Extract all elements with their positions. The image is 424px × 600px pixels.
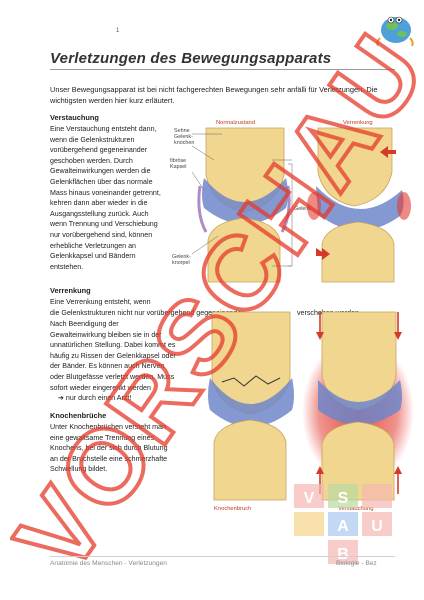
text-verrenkung-line1: Eine Verrenkung entsteht, wenn — [50, 298, 151, 306]
label-knochenbruch: Knochenbruch — [214, 506, 252, 512]
joint-knochenbruch — [208, 311, 294, 501]
label-kapsel: fibröse Kapsel — [170, 158, 187, 171]
vsa-letter-s: S — [338, 490, 349, 507]
vsa-letter-a: A — [337, 518, 349, 535]
heading-verrenkung: Verrenkung — [50, 286, 91, 295]
footer-divider — [50, 556, 395, 557]
label-sehne: Sehne Gelenk- knochen — [174, 128, 195, 147]
text-verstauchung: Eine Verstauchung entsteht dann, wenn di… — [50, 125, 161, 271]
text-knochenbrueche: Unter Knochenbrüchen versteht man eine g… — [50, 423, 168, 474]
text-verrenkung-arzt: ➔ nur durch einen Arzt! — [58, 394, 132, 402]
label-gelenk: Gelenk — [294, 206, 312, 212]
label-verstauchung: Verstauchung — [338, 506, 374, 512]
label-normalzustand: Normalzustand — [216, 120, 255, 126]
page-title: Verletzungen des Bewegungsapparats — [50, 50, 332, 67]
callout-lines — [191, 133, 293, 267]
text-verrenkung-line2a: die Gelenkstrukturen nicht nur vorüberge… — [50, 309, 244, 317]
heading-knochenbrueche: Knochenbrüche — [50, 411, 107, 420]
joint-verrenkung — [307, 127, 411, 283]
footer-right: Biologie - Bez — [336, 560, 377, 567]
text-verrenkung: Nach Beendigung der Gewalteinwirkung ble… — [50, 320, 176, 392]
vsa-letter-u: U — [371, 518, 383, 535]
vsa-logo: V S A U B — [294, 484, 392, 564]
logo-icon — [376, 16, 414, 47]
label-knorpel: Gelenk- knorpel — [172, 254, 191, 267]
joint-verstauchung — [302, 311, 414, 501]
heading-verstauchung: Verstauchung — [50, 113, 99, 122]
intro-paragraph: Unser Bewegungsapparat ist bei nicht fac… — [50, 85, 378, 105]
label-verrenkung: Verrenkung — [343, 120, 373, 126]
footer-left: Anatomie des Menschen - Verletzungen — [50, 560, 167, 567]
page-mark: 1 — [116, 28, 120, 34]
vsa-letter-v: V — [304, 490, 315, 507]
title-divider — [50, 69, 395, 70]
vsa-letter-b: B — [337, 546, 349, 563]
joint-normal — [197, 127, 291, 283]
